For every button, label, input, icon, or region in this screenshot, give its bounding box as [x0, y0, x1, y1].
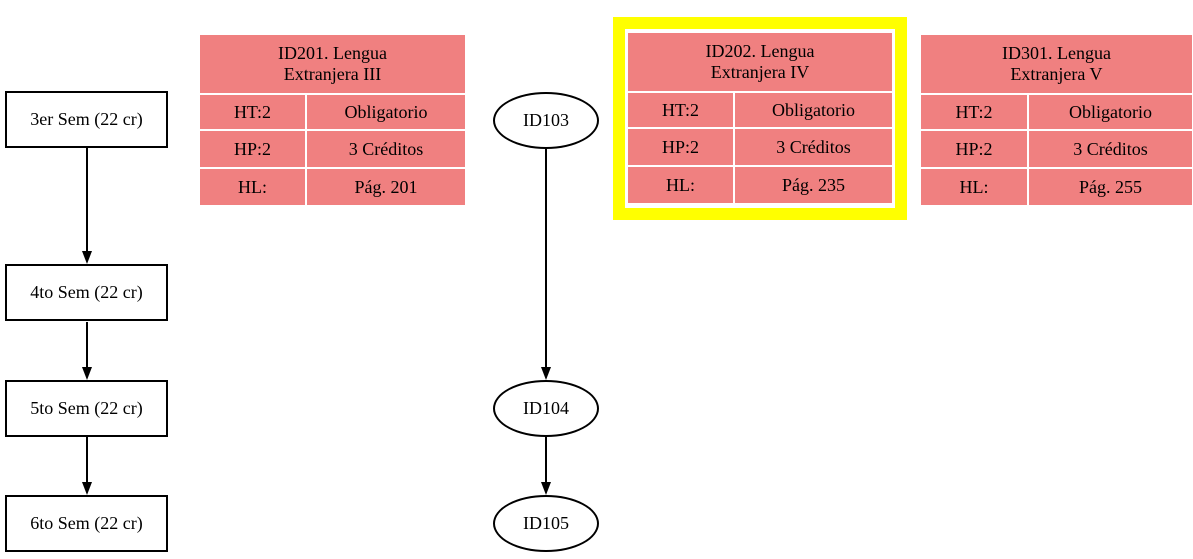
semester-node-4to[interactable]: 4to Sem (22 cr) — [5, 264, 168, 321]
course-table-value-cell: Pág. 201 — [307, 169, 465, 205]
course-node-label: ID104 — [523, 398, 569, 418]
cell-text: HT:2 — [661, 99, 700, 120]
course-table-key-cell: HL: — [200, 169, 305, 205]
cell-text: Pág. 201 — [354, 176, 418, 197]
cell-text: HL: — [666, 174, 695, 195]
course-table-title-line2: Extranjera III — [283, 64, 382, 84]
course-table-key-cell: HL: — [628, 167, 733, 203]
course-table-title-line1: ID201. Lengua — [278, 43, 387, 63]
cell-text: HP:2 — [955, 138, 993, 159]
course-table-value-cell: Obligatorio — [735, 93, 892, 127]
course-table-key-cell: HT:2 — [628, 93, 733, 127]
cell-text: Pág. 235 — [782, 174, 845, 195]
cell-text: HP:2 — [661, 136, 699, 157]
edge-id103-id104 — [545, 149, 547, 367]
semester-node-5to[interactable]: 5to Sem (22 cr) — [5, 380, 168, 437]
cell-text: Obligatorio — [772, 99, 855, 120]
course-node-label: ID105 — [523, 513, 569, 533]
course-table-key-cell: HP:2 — [628, 129, 733, 165]
course-table-id201[interactable]: ID201. Lengua Extranjera III HT:2 Obliga… — [200, 35, 465, 205]
course-table-value-cell: 3 Créditos — [1029, 131, 1192, 167]
course-table-value-cell: 3 Créditos — [735, 129, 892, 165]
cell-text: HT:2 — [233, 101, 272, 122]
semester-node-label: 5to Sem (22 cr) — [30, 398, 143, 418]
cell-text: HL: — [238, 176, 267, 197]
course-table-title: ID301. Lengua Extranjera V — [921, 35, 1192, 93]
arrowhead-down-icon — [541, 482, 551, 495]
course-table-value-cell: Pág. 255 — [1029, 169, 1192, 205]
course-table-id202[interactable]: ID202. Lengua Extranjera IV HT:2 Obligat… — [628, 33, 892, 203]
course-table-key-cell: HL: — [921, 169, 1027, 205]
cell-text: HP:2 — [233, 138, 271, 159]
semester-node-6to[interactable]: 6to Sem (22 cr) — [5, 495, 168, 552]
course-table-key-cell: HT:2 — [200, 95, 305, 129]
edge-4to-5to — [86, 322, 88, 367]
course-node-id103[interactable]: ID103 — [493, 92, 599, 149]
edge-id104-id105 — [545, 437, 547, 482]
semester-node-3er[interactable]: 3er Sem (22 cr) — [5, 91, 168, 148]
arrowhead-down-icon — [82, 367, 92, 380]
highlight-frame: ID202. Lengua Extranjera IV HT:2 Obligat… — [613, 17, 907, 220]
cell-text: Pág. 255 — [1079, 176, 1142, 197]
course-table-title-line2: Extranjera V — [1010, 64, 1103, 84]
cell-text: HL: — [959, 176, 989, 197]
course-table-title-line1: ID202. Lengua — [705, 41, 815, 61]
course-table-title-line2: Extranjera IV — [710, 62, 810, 82]
course-table-value-cell: Pág. 235 — [735, 167, 892, 203]
course-table-title-line1: ID301. Lengua — [1002, 43, 1111, 63]
course-table-value-cell: 3 Créditos — [307, 131, 465, 167]
edge-5to-6to — [86, 437, 88, 482]
edge-3er-4to — [86, 148, 88, 251]
arrowhead-down-icon — [541, 367, 551, 380]
course-table-value-cell: Obligatorio — [1029, 95, 1192, 129]
course-table-value-cell: Obligatorio — [307, 95, 465, 129]
cell-text: 3 Créditos — [1073, 138, 1148, 159]
course-table-title: ID202. Lengua Extranjera IV — [628, 33, 892, 91]
semester-node-label: 6to Sem (22 cr) — [30, 513, 143, 533]
course-table-title: ID201. Lengua Extranjera III — [200, 35, 465, 93]
semester-node-label: 3er Sem (22 cr) — [30, 109, 143, 129]
arrowhead-down-icon — [82, 251, 92, 264]
arrowhead-down-icon — [82, 482, 92, 495]
semester-node-label: 4to Sem (22 cr) — [30, 282, 143, 302]
course-table-key-cell: HP:2 — [921, 131, 1027, 167]
cell-text: 3 Créditos — [776, 136, 851, 157]
course-node-id104[interactable]: ID104 — [493, 380, 599, 437]
cell-text: 3 Créditos — [348, 138, 424, 159]
cell-text: Obligatorio — [344, 101, 428, 122]
course-table-key-cell: HT:2 — [921, 95, 1027, 129]
course-table-key-cell: HP:2 — [200, 131, 305, 167]
course-table-id301[interactable]: ID301. Lengua Extranjera V HT:2 Obligato… — [921, 35, 1192, 205]
course-node-id105[interactable]: ID105 — [493, 495, 599, 552]
cell-text: Obligatorio — [1069, 101, 1152, 122]
course-node-label: ID103 — [523, 110, 569, 130]
cell-text: HT:2 — [955, 101, 993, 122]
